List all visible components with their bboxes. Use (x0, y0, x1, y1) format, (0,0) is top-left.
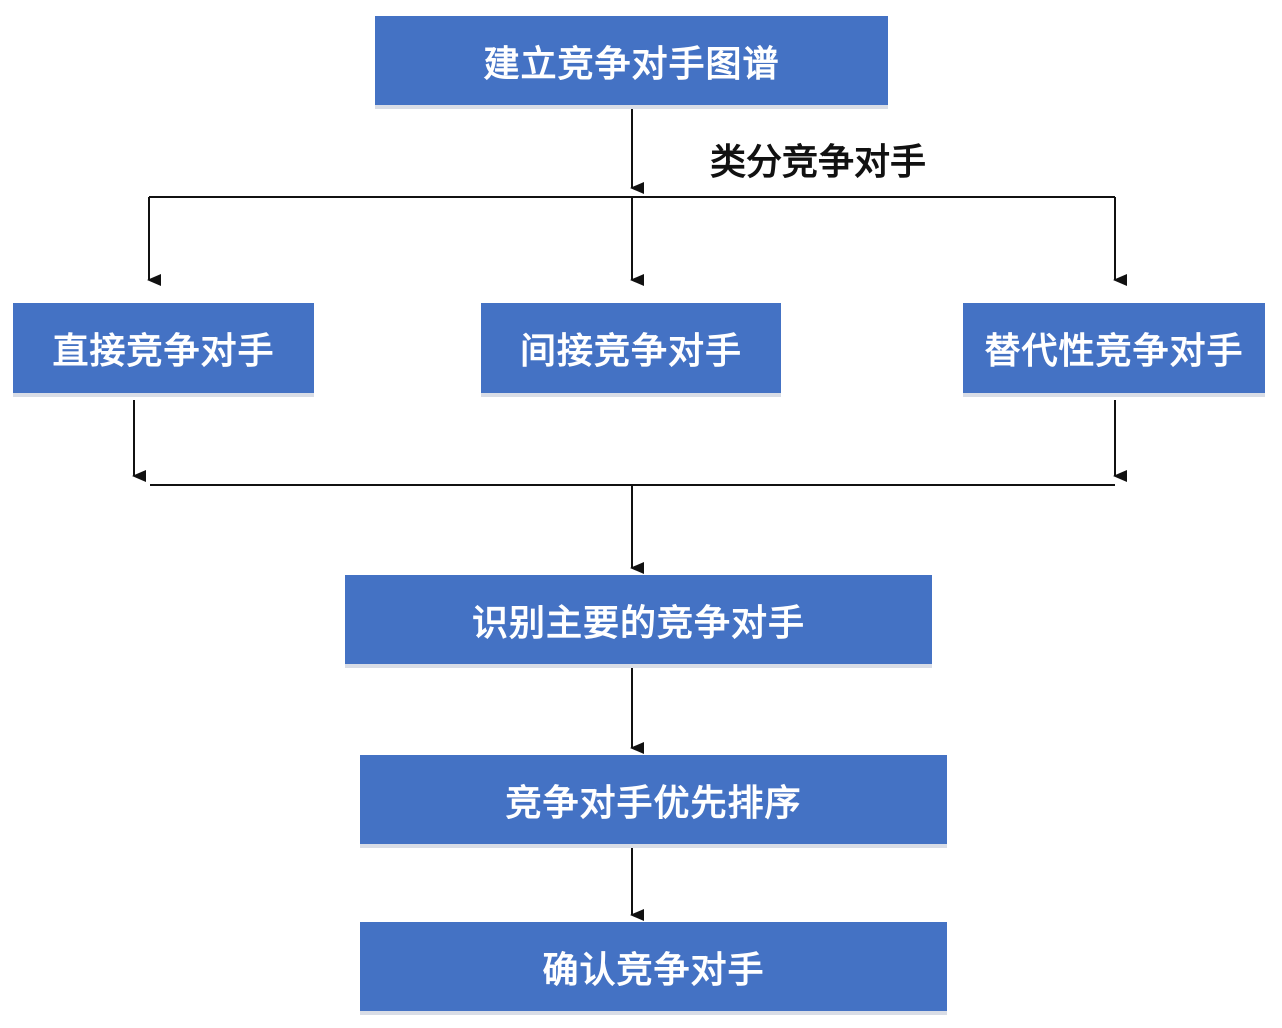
node-direct-competitors: 直接竞争对手 (13, 303, 314, 393)
node-confirm-competitors: 确认竞争对手 (360, 922, 947, 1011)
node-substitute-competitors: 替代性竞争对手 (963, 303, 1265, 393)
node-indirect-competitors: 间接竞争对手 (481, 303, 781, 393)
edge-label-classify: 类分竞争对手 (710, 142, 927, 183)
node-build-competitor-map: 建立竞争对手图谱 (375, 16, 888, 105)
node-prioritize-competitors: 竞争对手优先排序 (360, 755, 947, 844)
node-identify-main-competitors: 识别主要的竞争对手 (345, 575, 932, 664)
